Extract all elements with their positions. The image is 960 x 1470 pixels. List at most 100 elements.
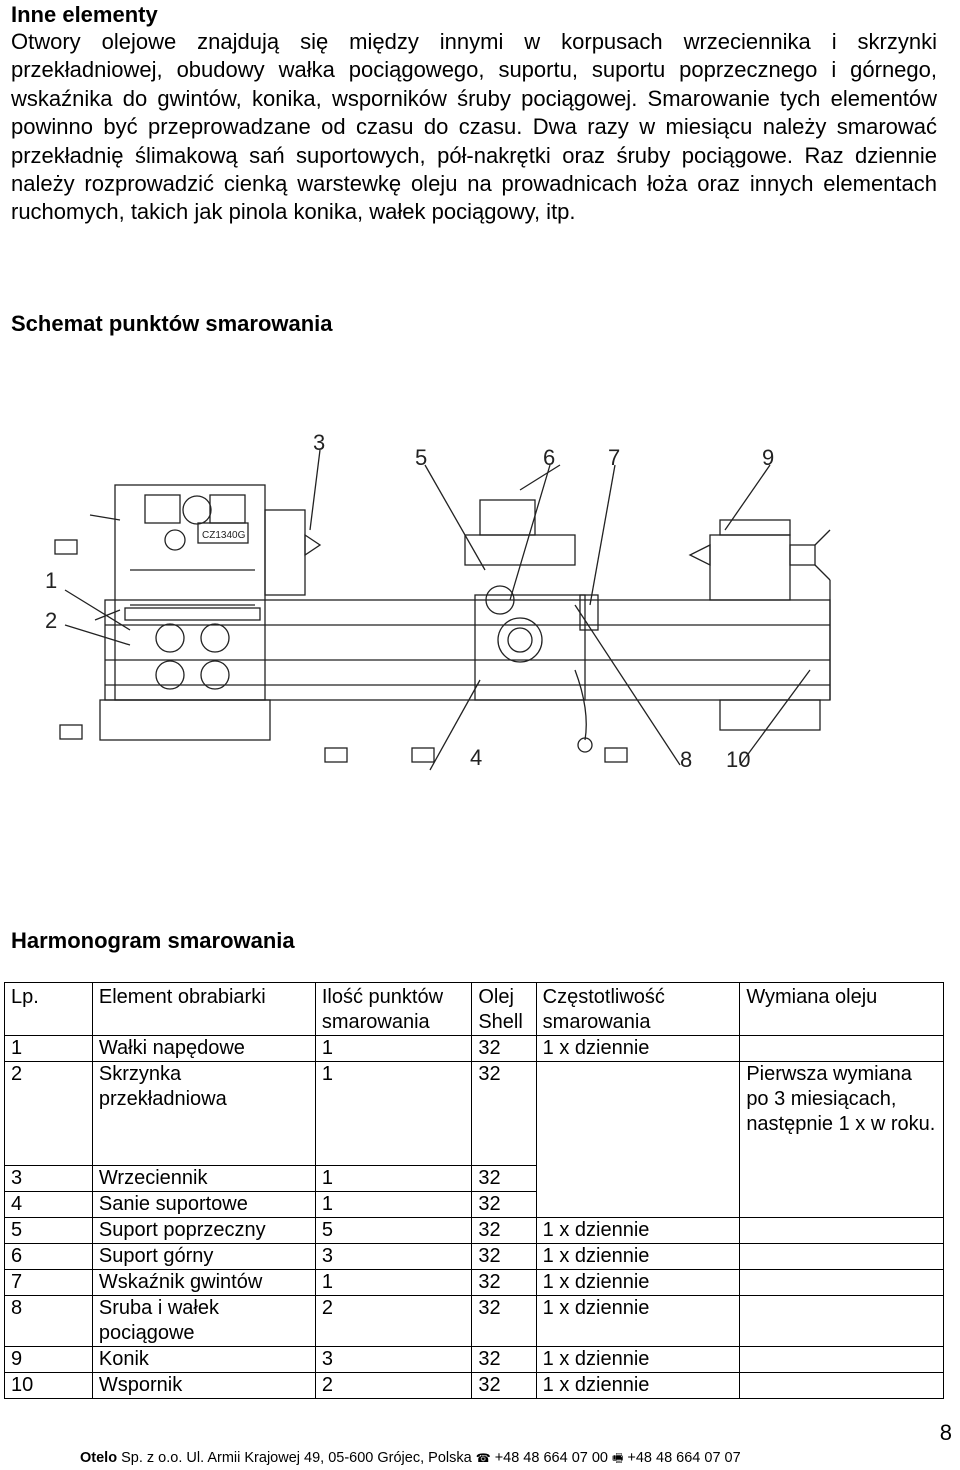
cell-element: Sruba i wałek pociągowe (91, 1295, 316, 1347)
footer-address: Sp. z o.o. Ul. Armii Krajowej 49, 05-600… (121, 1450, 472, 1466)
cell-olej: 32 (471, 1243, 537, 1270)
cell-element: Wskaźnik gwintów (91, 1269, 316, 1296)
cell-ilosc: 1 (314, 1269, 473, 1296)
lathe-base-left (99, 699, 271, 741)
oil-can-icon (59, 724, 83, 740)
cell-wymiana-empty (739, 1035, 944, 1062)
table-row: 5 Suport poprzeczny 5 32 1 x dziennie (4, 1217, 944, 1244)
table-header-row: Lp. Element obrabiarki Ilość punktów sma… (4, 982, 944, 1036)
header-czestotliwosc: Częstotliwość smarowania (535, 982, 741, 1036)
oil-can-icon (411, 747, 435, 763)
cell-freq-merged (535, 1061, 741, 1218)
cell-freq: 1 x dziennie (535, 1243, 741, 1270)
cell-freq: 1 x dziennie (535, 1295, 741, 1347)
footer-company: Otelo (80, 1450, 118, 1466)
cell-olej: 32 (471, 1269, 537, 1296)
callout-9: 9 (762, 445, 774, 470)
callout-7: 7 (608, 445, 620, 470)
lathe-lubrication-diagram: CZ1340G 1 2 3 4 5 6 (45, 430, 831, 772)
cell-lp: 9 (4, 1346, 93, 1373)
cell-ilosc: 1 (314, 1191, 473, 1218)
cell-ilosc: 3 (314, 1346, 473, 1373)
table-row: 8 Sruba i wałek pociągowe 2 32 1 x dzien… (4, 1295, 944, 1347)
cell-ilosc: 1 (314, 1035, 473, 1062)
lubrication-schedule-table: Lp. Element obrabiarki Ilość punktów sma… (4, 982, 944, 1399)
table-row: 6 Suport górny 3 32 1 x dziennie (4, 1243, 944, 1270)
callout-10: 10 (726, 747, 750, 772)
callout-8: 8 (680, 747, 692, 772)
cell-olej: 32 (471, 1295, 537, 1347)
phone-icon: ☎ (475, 1451, 491, 1465)
cell-wymiana-empty (739, 1295, 944, 1347)
cell-wymiana-empty (739, 1372, 944, 1399)
cell-olej: 32 (471, 1346, 537, 1373)
cell-lp: 3 (4, 1165, 93, 1192)
cell-lp: 7 (4, 1269, 93, 1296)
header-wymiana: Wymiana oleju (739, 982, 944, 1036)
table-row: 10 Wspornik 2 32 1 x dziennie (4, 1372, 944, 1399)
cell-ilosc: 2 (314, 1372, 473, 1399)
footer-fax: +48 48 664 07 07 (627, 1450, 741, 1466)
table-row: 4 Sanie suportowe 1 32 (4, 1191, 944, 1218)
section-title-harmonogram: Harmonogram smarowania (11, 928, 295, 953)
lathe-base-right (719, 699, 821, 731)
carriage (474, 594, 586, 701)
oil-can-icon (54, 539, 78, 555)
callout-3: 3 (313, 430, 325, 455)
cell-element: Wspornik (91, 1372, 316, 1399)
cell-freq: 1 x dziennie (535, 1217, 741, 1244)
cell-olej: 32 (471, 1372, 537, 1399)
header-ilosc: Ilość punktów smarowania (314, 982, 473, 1036)
callout-5: 5 (415, 445, 427, 470)
header-olej: Olej Shell (471, 982, 537, 1036)
callout-6: 6 (543, 445, 555, 470)
gearbox-dial (200, 623, 230, 653)
cell-element: Konik (91, 1346, 316, 1373)
table-row: 2 Skrzynka przekładniowa 1 32 Pierwsza w… (4, 1061, 944, 1218)
footer: Otelo Sp. z o.o. Ul. Armii Krajowej 49, … (80, 1449, 741, 1470)
cell-element: Wrzeciennik (91, 1165, 316, 1192)
gearbox-dial (200, 660, 230, 690)
cell-lp: 8 (4, 1295, 93, 1347)
cell-ilosc: 3 (314, 1243, 473, 1270)
cell-lp: 5 (4, 1217, 93, 1244)
cell-olej: 32 (471, 1217, 537, 1244)
footer-phone: +48 48 664 07 00 (494, 1450, 608, 1466)
section-title-inne: Inne elementy (11, 2, 158, 27)
cell-olej: 32 (471, 1061, 537, 1166)
cell-lp: 2 (4, 1061, 93, 1166)
oil-can-icon (604, 747, 628, 763)
cell-olej: 32 (471, 1191, 537, 1218)
callout-2: 2 (45, 608, 57, 633)
cell-element: Suport poprzeczny (91, 1217, 316, 1244)
gearbox-dial (155, 623, 185, 653)
cell-ilosc: 1 (314, 1165, 473, 1192)
cell-element: Skrzynka przekładniowa (91, 1061, 316, 1166)
cell-oil-change-note: Pierwsza wymiana po 3 miesiącach, następ… (739, 1061, 944, 1218)
oil-can-icon (324, 747, 348, 763)
cell-wymiana-empty (739, 1346, 944, 1373)
section-title-schemat: Schemat punktów smarowania (11, 311, 333, 336)
cell-olej: 32 (471, 1165, 537, 1192)
cell-lp: 4 (4, 1191, 93, 1218)
callout-4: 4 (470, 745, 482, 770)
cell-wymiana-empty (739, 1269, 944, 1296)
table-row: 7 Wskaźnik gwintów 1 32 1 x dziennie (4, 1269, 944, 1296)
header-element: Element obrabiarki (91, 982, 316, 1036)
cell-wymiana-empty (739, 1243, 944, 1270)
table-row: 9 Konik 3 32 1 x dziennie (4, 1346, 944, 1373)
table-row: 1 Wałki napędowe 1 32 1 x dziennie (4, 1035, 944, 1062)
page-number: 8 (939, 1420, 952, 1445)
cell-olej: 32 (471, 1035, 537, 1062)
tailstock (709, 534, 791, 601)
cell-freq: 1 x dziennie (535, 1372, 741, 1399)
cell-lp: 10 (4, 1372, 93, 1399)
gearbox-dial (155, 660, 185, 690)
cell-element: Suport górny (91, 1243, 316, 1270)
cell-lp: 1 (4, 1035, 93, 1062)
cell-wymiana-empty (739, 1217, 944, 1244)
cell-element: Wałki napędowe (91, 1035, 316, 1062)
cell-lp: 6 (4, 1243, 93, 1270)
fax-icon: 🖷 (612, 1451, 624, 1465)
intro-paragraph: Otwory olejowe znajdują się między innym… (11, 29, 937, 225)
